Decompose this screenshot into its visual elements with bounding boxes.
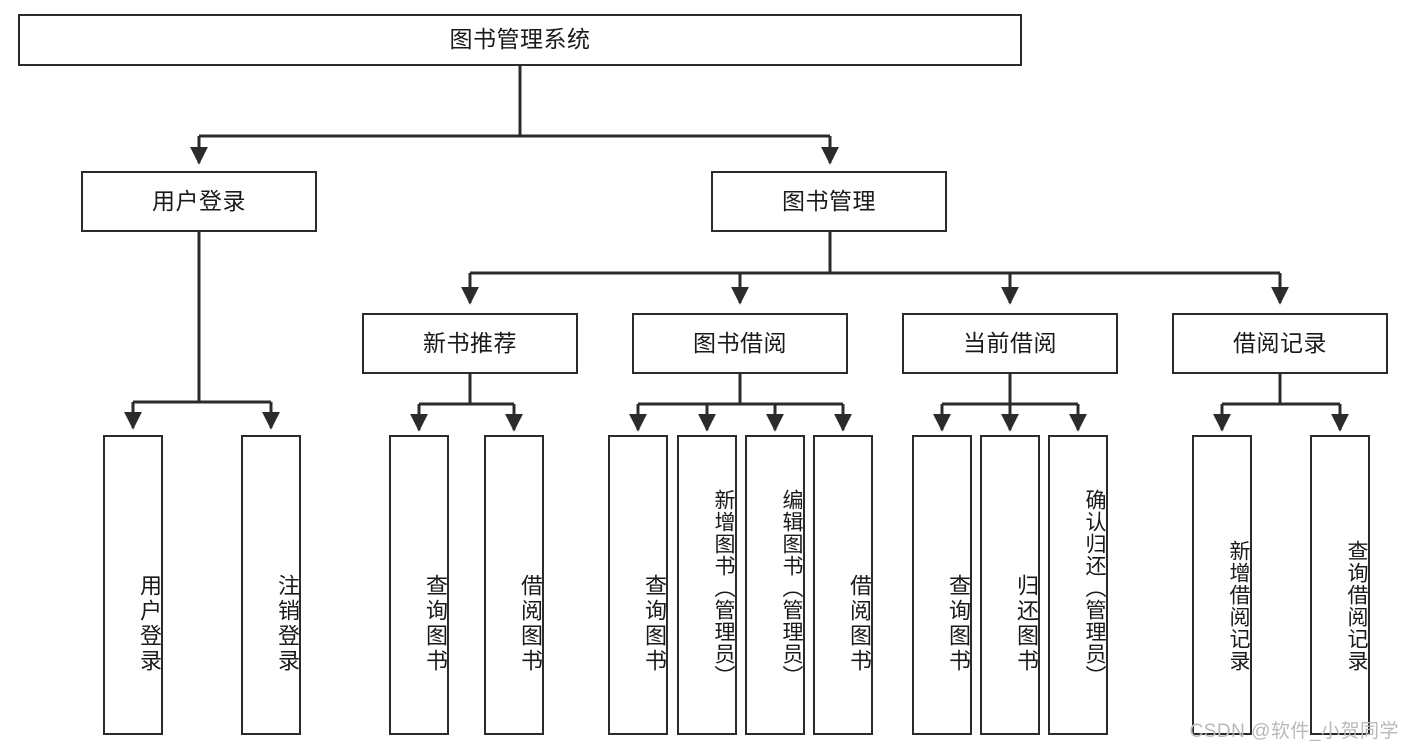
- leaf-return-book[interactable]: 归还图书: [980, 435, 1040, 735]
- leaf-borrow-book-recommend[interactable]: 借阅图书: [484, 435, 544, 735]
- leaf-user-login[interactable]: 用户登录: [103, 435, 163, 735]
- node-current-borrow[interactable]: 当前借阅: [902, 313, 1118, 374]
- leaf-add-book-admin[interactable]: 新增图书（管理员）: [677, 435, 737, 735]
- node-book-borrow[interactable]: 图书借阅: [632, 313, 848, 374]
- node-book-manage[interactable]: 图书管理: [711, 171, 947, 232]
- leaf-logout[interactable]: 注销登录: [241, 435, 301, 735]
- leaf-query-book-borrow[interactable]: 查询图书: [608, 435, 668, 735]
- leaf-borrow-book[interactable]: 借阅图书: [813, 435, 873, 735]
- node-root-system[interactable]: 图书管理系统: [18, 14, 1022, 66]
- leaf-query-book-recommend[interactable]: 查询图书: [389, 435, 449, 735]
- leaf-query-book-current[interactable]: 查询图书: [912, 435, 972, 735]
- leaf-query-borrow-record[interactable]: 查询借阅记录: [1310, 435, 1370, 735]
- leaf-add-borrow-record[interactable]: 新增借阅记录: [1192, 435, 1252, 735]
- leaf-edit-book-admin[interactable]: 编辑图书（管理员）: [745, 435, 805, 735]
- node-new-book-recommend[interactable]: 新书推荐: [362, 313, 578, 374]
- leaf-confirm-return-admin[interactable]: 确认归还（管理员）: [1048, 435, 1108, 735]
- csdn-watermark: CSDN @软件_小贺同学: [1189, 721, 1399, 742]
- node-user-login[interactable]: 用户登录: [81, 171, 317, 232]
- node-borrow-record[interactable]: 借阅记录: [1172, 313, 1388, 374]
